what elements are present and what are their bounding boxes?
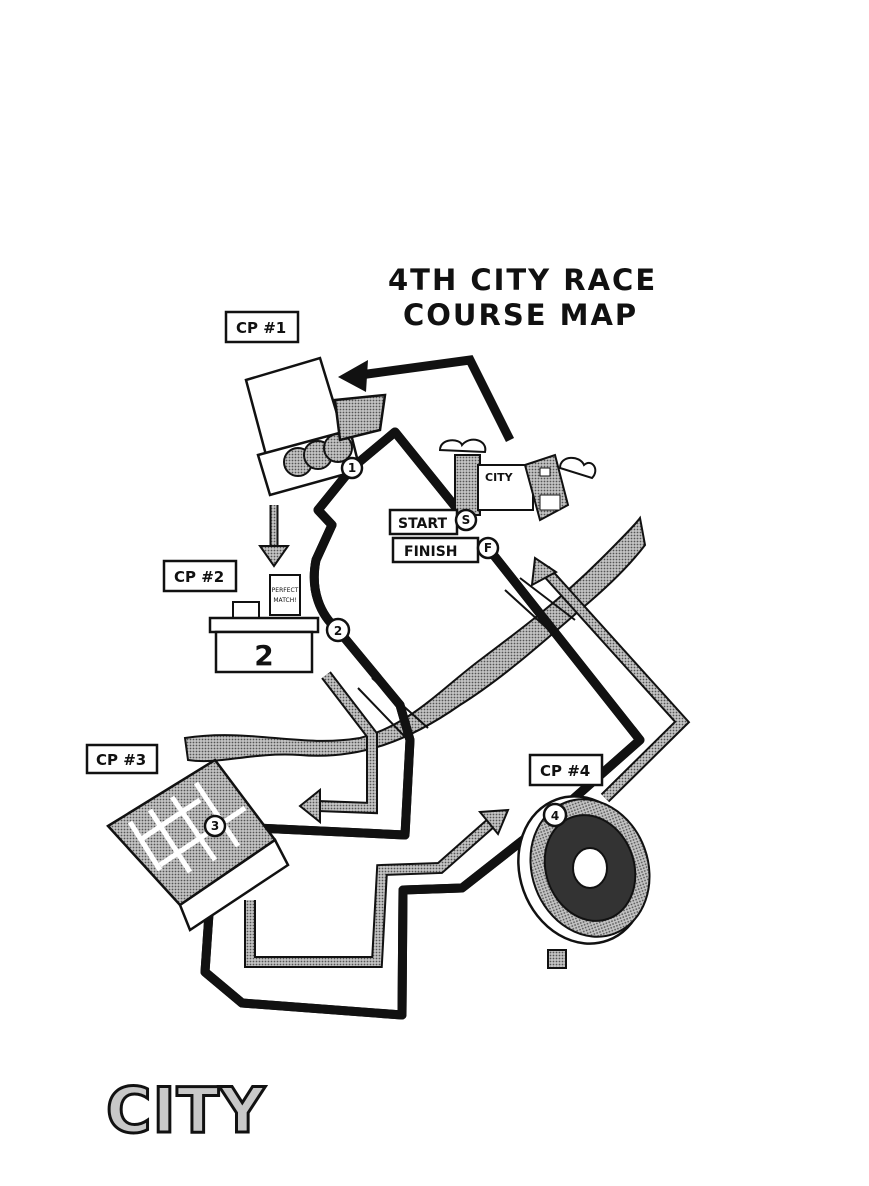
section-title: CITY bbox=[106, 1074, 266, 1147]
svg-text:4: 4 bbox=[551, 809, 559, 823]
finish-marker: F bbox=[476, 536, 500, 560]
down-arrow-icon bbox=[258, 545, 290, 568]
cp1-machine-illustration bbox=[244, 356, 387, 497]
svg-text:CP #1: CP #1 bbox=[236, 319, 286, 337]
map-title-line1: 4TH CITY RACE bbox=[388, 263, 657, 297]
cp1-label: CP #1 bbox=[224, 310, 300, 344]
cp4-label: CP #4 bbox=[528, 753, 604, 787]
svg-text:2: 2 bbox=[334, 624, 342, 638]
svg-text:3: 3 bbox=[211, 819, 219, 833]
arrowhead-icon bbox=[298, 787, 321, 825]
cp4-roulette-illustration bbox=[517, 795, 651, 969]
map-title-line2: COURSE MAP bbox=[403, 298, 638, 332]
svg-text:START: START bbox=[398, 516, 448, 532]
cp2-label: CP #2 bbox=[162, 559, 238, 593]
checkpoint-marker-3: 3 bbox=[203, 814, 227, 838]
start-marker: S bbox=[454, 508, 478, 532]
checkpoint-marker-1: 1 bbox=[340, 456, 364, 480]
perfect-match-sign-line1: PERFECT bbox=[272, 587, 299, 594]
cp2-desk-illustration: PERFECT MATCH! 2 bbox=[208, 574, 320, 674]
svg-text:CP #4: CP #4 bbox=[540, 762, 590, 780]
river bbox=[183, 515, 647, 763]
svg-text:S: S bbox=[462, 513, 471, 527]
start-label: START bbox=[388, 508, 459, 536]
perfect-match-sign-line2: MATCH! bbox=[273, 597, 296, 604]
svg-text:CP #3: CP #3 bbox=[96, 751, 146, 769]
finish-label: FINISH bbox=[391, 536, 480, 564]
cp3-maze-illustration bbox=[106, 758, 290, 932]
bridges bbox=[357, 577, 576, 743]
checkpoint-marker-4: 4 bbox=[542, 802, 568, 828]
direction-arrow bbox=[359, 355, 515, 443]
svg-text:FINISH: FINISH bbox=[404, 544, 458, 560]
desk-number: 2 bbox=[254, 639, 273, 672]
checkpoint-marker-2: 2 bbox=[325, 617, 351, 643]
building-sign: CITY bbox=[485, 471, 514, 484]
arrowhead-icon bbox=[478, 808, 510, 836]
svg-text:F: F bbox=[484, 541, 492, 555]
svg-text:1: 1 bbox=[348, 461, 356, 475]
cp3-label: CP #3 bbox=[85, 743, 159, 775]
city-buildings-illustration: CITY bbox=[438, 438, 597, 522]
arrowhead-icon bbox=[530, 556, 558, 587]
arrowhead-icon bbox=[338, 360, 368, 392]
svg-text:CP #2: CP #2 bbox=[174, 568, 224, 586]
